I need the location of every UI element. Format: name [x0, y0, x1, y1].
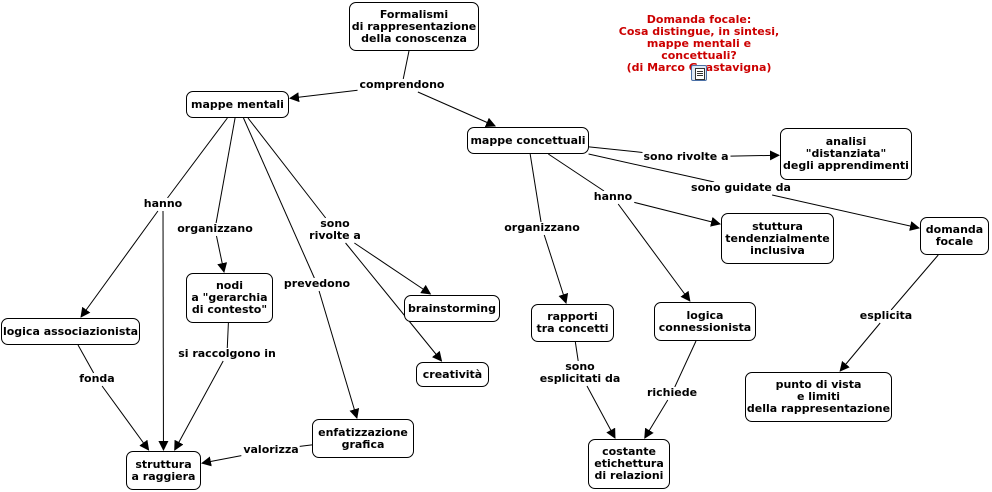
concept-mappe-mentali[interactable]: mappe mentali [186, 91, 289, 118]
link-esplicita[interactable]: esplicita [858, 309, 914, 322]
connector-fonda-to-struttura_raggiera [101, 385, 150, 451]
connector-logica_connessionista-to-richiede [674, 340, 697, 388]
connector-rapporti-to-sono_esplicitati_da [574, 341, 579, 362]
connector-organizzano_mc-to-rapporti [543, 234, 569, 304]
concept-logica-associazionista[interactable]: logica associazionista [1, 318, 140, 345]
concept-mappe-concettuali[interactable]: mappe concettuali [467, 127, 589, 154]
connector-sono_rivolte_a_mc-to-analisi [730, 150, 780, 161]
connector-sono_esplicitati_da-to-costante_etichettatura [586, 385, 616, 439]
document-icon[interactable] [691, 65, 707, 81]
connector-enfatizzazione-to-valorizza [299, 444, 313, 447]
connector-organizzano_mm-to-nodi [215, 235, 228, 273]
connector-sono_rivolte_a_mm-to-creativita [345, 242, 443, 362]
connector-nodi-to-si_raccolgono_in [226, 322, 229, 349]
link-sono-rivolte-a-mm[interactable]: sono rivolte a [308, 217, 362, 242]
connector-mappe_mentali-to-organizzano_mm [215, 117, 236, 224]
link-sono-esplicitati-da[interactable]: sono esplicitati da [538, 360, 622, 385]
connector-mappe_concettuali-to-hanno_mc [548, 153, 605, 192]
concept-formalismi[interactable]: Formalismi di rappresentazione della con… [349, 2, 479, 51]
link-fonda[interactable]: fonda [78, 372, 116, 385]
connector-domanda_focale-to-esplicita [890, 254, 939, 311]
connector-comprendono-to-mappe_mentali [289, 89, 358, 103]
concept-punto-di-vista[interactable]: punto di vista e limiti della rappresent… [745, 372, 892, 422]
concept-creativita[interactable]: creatività [416, 362, 489, 387]
connector-esplicita-to-punto_di_vista [839, 322, 881, 372]
connector-si_raccolgono_in-to-struttura_raggiera [174, 360, 224, 451]
focus-question: Domanda focale: Cosa distingue, in sinte… [618, 13, 780, 74]
concept-stuttura-inclusiva[interactable]: stuttura tendenzialmente inclusiva [721, 213, 834, 264]
connector-mappe_concettuali-to-sono_guidate_da [588, 153, 715, 183]
concept-rapporti-tra-concetti[interactable]: rapporti tra concetti [531, 304, 614, 342]
link-hanno-mc[interactable]: hanno [592, 190, 634, 203]
concept-brainstorming[interactable]: brainstorming [404, 295, 500, 322]
connector-mappe_mentali-to-hanno_mm [167, 117, 228, 199]
connector-hanno_mm-to-logica_associazionista [80, 210, 159, 318]
connector-hanno_mc-to-logica_connessionista [617, 203, 691, 302]
connector-sono_guidate_da-to-domanda_focale [772, 194, 920, 231]
concept-costante-etichettatura[interactable]: costante etichettura di relazioni [588, 439, 670, 489]
concept-struttura-a-raggiera[interactable]: struttura a raggiera [126, 451, 201, 490]
connector-mappe_mentali-to-prevedono [243, 117, 315, 279]
link-richiede[interactable]: richiede [645, 386, 699, 399]
connector-valorizza-to-struttura_raggiera [201, 455, 242, 467]
connector-prevedono-to-enfatizzazione [318, 290, 360, 419]
concept-logica-connessionista[interactable]: logica connessionista [654, 302, 756, 341]
connector-richiede-to-costante_etichettatura [644, 399, 669, 439]
connector-sono_rivolte_a_mm-to-brainstorming [354, 242, 432, 295]
connector-mappe_concettuali-to-organizzano_mc [529, 153, 542, 223]
concept-analisi-distanziata[interactable]: analisi "distanziata" degli apprendiment… [780, 128, 912, 180]
link-valorizza[interactable]: valorizza [242, 443, 300, 456]
connector-mappe_concettuali-to-sono_rivolte_a_mc [588, 146, 643, 153]
connector-formalismi-to-comprendono [402, 50, 410, 80]
link-comprendono[interactable]: comprendono [358, 78, 446, 91]
concept-enfatizzazione-grafica[interactable]: enfatizzazione grafica [312, 419, 414, 458]
link-prevedono[interactable]: prevedono [282, 277, 352, 290]
link-hanno-mm[interactable]: hanno [142, 197, 184, 210]
connector-comprendono-to-mappe_concettuali [417, 91, 496, 127]
connector-logica_associazionista-to-fonda [77, 344, 95, 374]
link-sono-rivolte-a-mc[interactable]: sono rivolte a [642, 150, 730, 163]
connector-mappe_mentali-to-sono_rivolte_a_mm [247, 117, 327, 219]
link-organizzano-mm[interactable]: organizzano [176, 222, 254, 235]
connector-hanno_mc-to-stuttura_inclusiva [634, 201, 721, 227]
concept-domanda-focale[interactable]: domanda focale [920, 217, 989, 255]
concept-nodi-gerarchia[interactable]: nodi a "gerarchia di contesto" [186, 273, 273, 323]
link-si-raccolgono-in[interactable]: si raccolgono in [177, 347, 277, 360]
link-sono-guidate-da[interactable]: sono guidate da [690, 181, 792, 194]
link-organizzano-mc[interactable]: organizzano [503, 221, 581, 234]
